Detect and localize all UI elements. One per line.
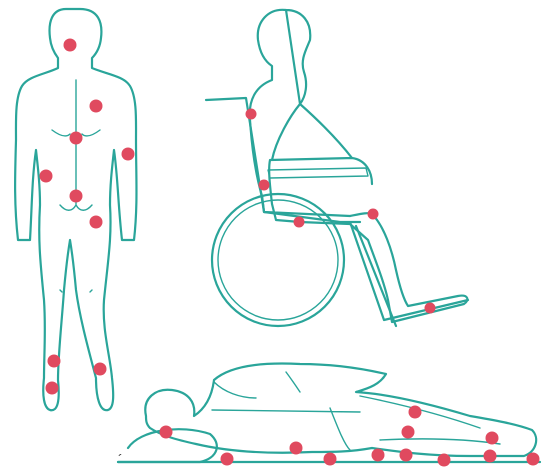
- pressure-point-ankle-left: [48, 355, 61, 368]
- pressure-point-sacrum: [70, 190, 83, 203]
- pressure-point-lying-ankle: [438, 454, 451, 467]
- pressure-point-lying-knee-inner: [402, 426, 415, 439]
- wheelchair-armrest: [268, 168, 368, 178]
- stray-accent-mark: ´: [118, 452, 123, 466]
- wheelchair-figure: [206, 10, 468, 326]
- pressure-point-spine-upper: [70, 132, 83, 145]
- pressure-point-heel-left: [46, 382, 59, 395]
- pressure-point-ankle-right: [94, 363, 107, 376]
- pressure-point-lying-knee-lower: [372, 449, 385, 462]
- lying-figure: [118, 364, 540, 462]
- pressure-point-seated-shoulder: [246, 109, 257, 120]
- pressure-point-lying-ear: [160, 426, 173, 439]
- standing-figure: [15, 9, 136, 410]
- pressure-point-back-of-head: [64, 39, 77, 52]
- pressure-point-lying-shoulder: [221, 453, 234, 466]
- pressure-point-lying-toe: [527, 453, 540, 466]
- pressure-point-lying-ribs: [290, 442, 303, 455]
- pressure-point-seated-ischium: [294, 217, 305, 228]
- pressure-point-lying-hip: [324, 453, 337, 466]
- pressure-point-seated-sacrum: [259, 180, 270, 191]
- lying-person-outline: [145, 364, 536, 456]
- pressure-point-lying-heel: [484, 450, 497, 463]
- pressure-point-elbow-right: [122, 148, 135, 161]
- pressure-point-buttock: [90, 216, 103, 229]
- pressure-point-lying-ankle-upper: [486, 432, 499, 445]
- pressure-point-elbow-left: [40, 170, 53, 183]
- pressure-points: [40, 39, 540, 467]
- standing-figure-outline: [15, 9, 136, 410]
- pressure-point-shoulder-blade: [90, 100, 103, 113]
- pressure-point-lying-calf: [400, 449, 413, 462]
- pressure-point-seated-knee: [368, 209, 379, 220]
- standing-figure-back-lines: [52, 80, 100, 292]
- pressure-point-seated-heel: [425, 303, 436, 314]
- wheelchair-wheel-inner: [218, 200, 338, 320]
- seated-person-outline: [250, 10, 468, 322]
- pressure-point-lying-knee-upper: [409, 406, 422, 419]
